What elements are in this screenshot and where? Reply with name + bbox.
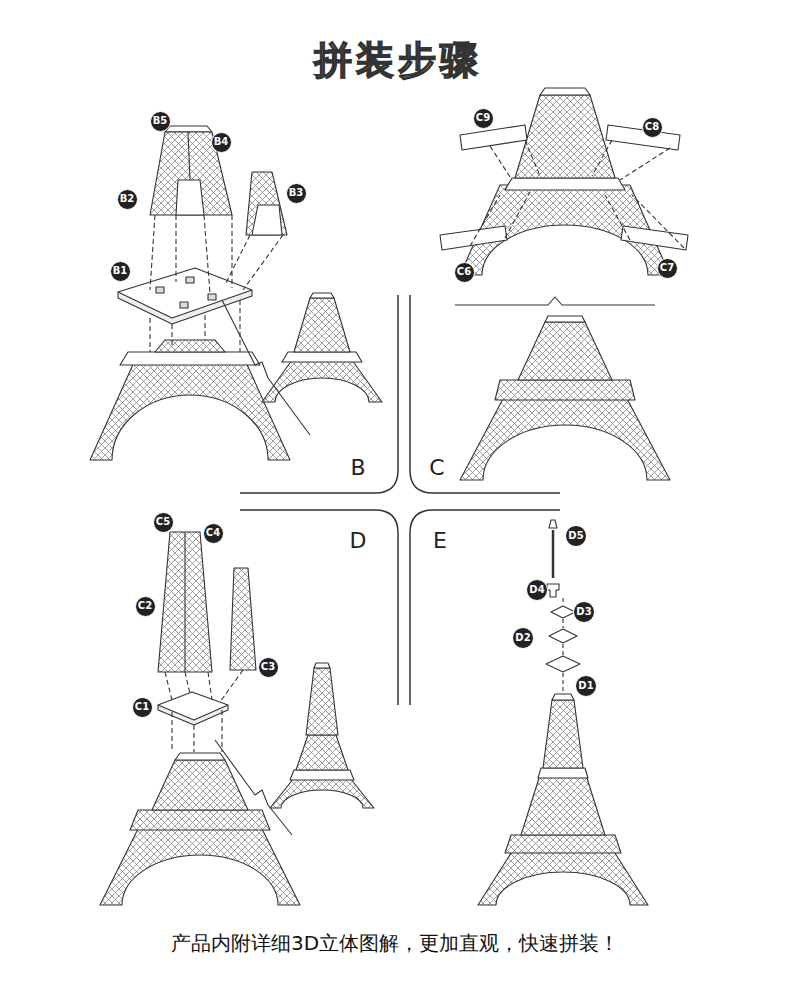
quadrant-dividers	[240, 295, 560, 705]
callout-number: C6	[454, 262, 475, 283]
guide-lines-e	[562, 598, 563, 692]
part-code: C1	[135, 702, 149, 712]
step-letter: B	[350, 455, 365, 480]
callout-number: D1	[575, 675, 597, 697]
part-code: B2	[120, 194, 135, 204]
part-code: B5	[153, 116, 168, 126]
tower-base-d	[100, 753, 300, 905]
callout-number: B4	[211, 132, 232, 153]
part-code: C5	[156, 517, 170, 527]
tower-complete-e	[478, 694, 648, 905]
part-code: D4	[529, 585, 544, 595]
callout-number: C9	[473, 108, 494, 129]
callout-number: C2	[135, 596, 156, 617]
tower-c-top	[440, 88, 688, 275]
guide-lines-b	[150, 215, 283, 352]
part-code: C7	[660, 263, 674, 273]
part-code: D2	[515, 633, 530, 643]
part-code: B3	[289, 188, 304, 198]
callout-number: C7	[657, 258, 678, 279]
tower-base-b	[90, 340, 290, 460]
step-letter: C	[429, 455, 444, 480]
tower-inset-b	[222, 293, 382, 435]
part-code: B4	[214, 137, 229, 147]
callout-number: C5	[153, 512, 174, 533]
title: 拼装步骤	[314, 35, 482, 86]
callout-number: C3	[258, 657, 279, 678]
upper-panels-b	[150, 126, 287, 235]
step-letter: E	[433, 528, 447, 553]
part-code: D3	[576, 607, 591, 617]
plate-b1	[118, 268, 252, 324]
callout-number: C8	[642, 117, 663, 138]
upper-panels-d	[158, 532, 256, 725]
part-code: D5	[568, 531, 583, 541]
part-code: C3	[261, 662, 275, 672]
part-code: C4	[206, 528, 220, 538]
separator	[455, 297, 655, 305]
callout-number: B1	[110, 261, 131, 282]
tower-inset-d	[215, 663, 374, 835]
part-code: C2	[138, 601, 152, 611]
callout-number: D2	[512, 627, 534, 649]
callout-number: B2	[117, 189, 138, 210]
callout-number: C4	[203, 523, 224, 544]
callout-number: D4	[526, 579, 548, 601]
caption: 产品内附详细3D立体图解，更加直观，快速拼装！	[171, 930, 619, 957]
guide-lines-d	[165, 670, 243, 752]
callout-number: B5	[150, 111, 171, 132]
callout-number: D5	[565, 525, 587, 547]
tower-c-result	[460, 316, 670, 480]
part-code: D1	[578, 681, 593, 691]
part-code: C9	[476, 113, 490, 123]
part-code: C6	[457, 267, 471, 277]
step-letter: D	[350, 528, 367, 553]
callout-number: C1	[132, 697, 153, 718]
part-code: B1	[113, 266, 128, 276]
callout-number: D3	[573, 601, 595, 623]
part-code: C8	[645, 122, 659, 132]
callout-number: B3	[286, 183, 307, 204]
guide-lines-c	[470, 140, 684, 248]
